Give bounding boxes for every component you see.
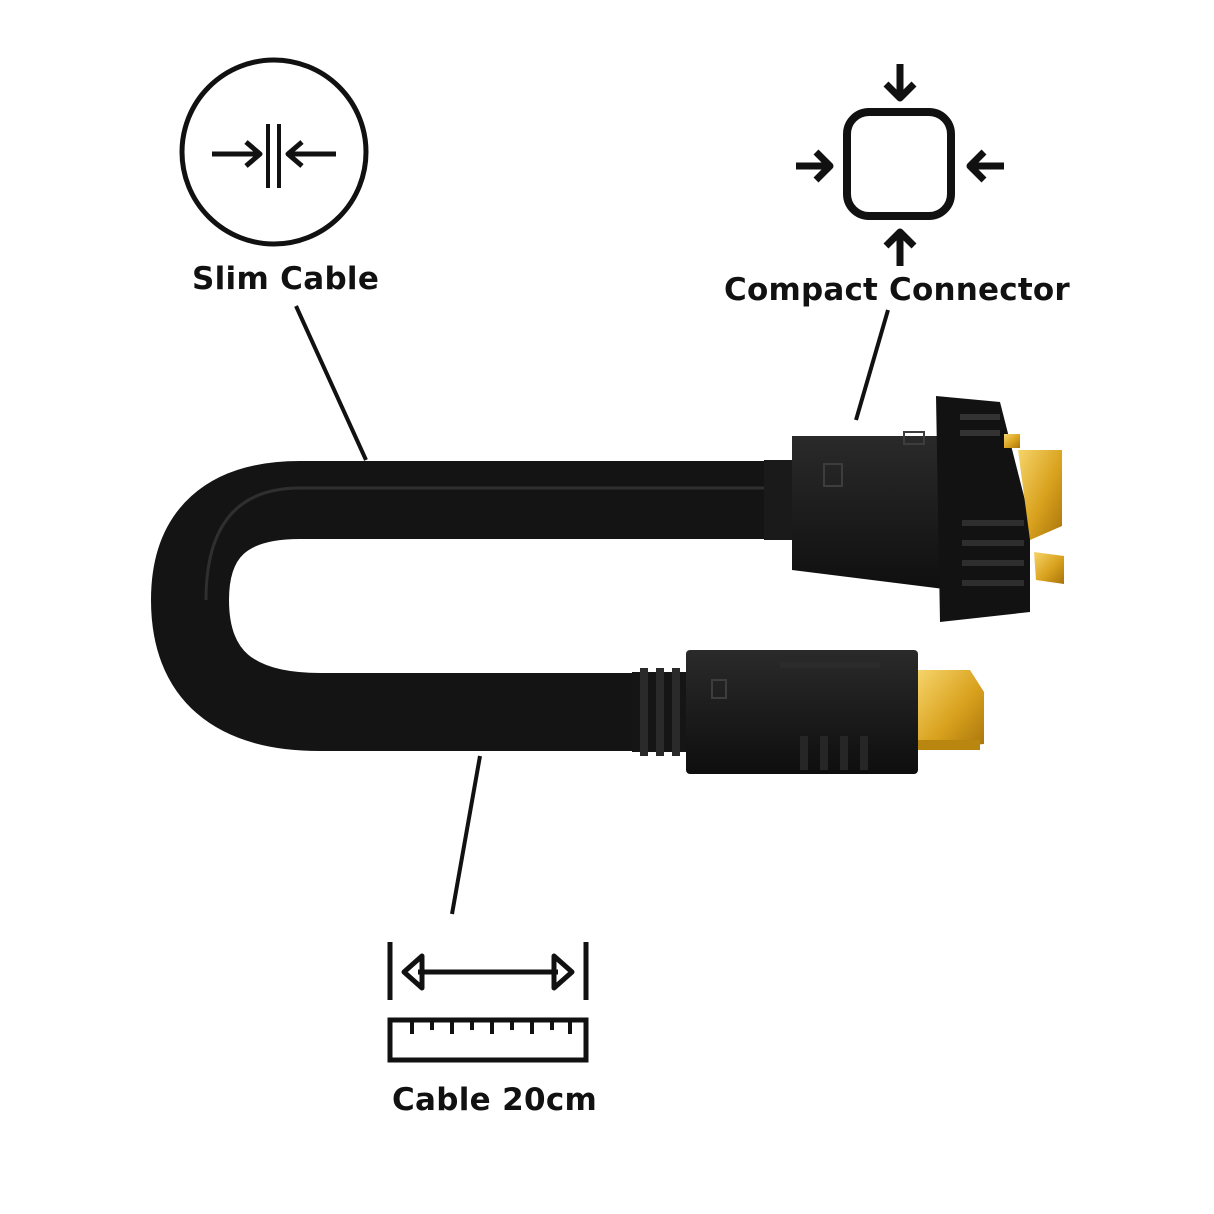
hdmi-connector — [632, 650, 984, 774]
dvi-connector — [764, 396, 1064, 622]
compact-connector-icon — [796, 64, 1004, 266]
flat-cable — [151, 461, 780, 751]
compact-connector-label: Compact Connector — [724, 272, 1070, 308]
cable-length-leader-line — [450, 755, 482, 915]
slim-cable-icon — [179, 57, 369, 247]
slim-cable-leader-line — [294, 305, 368, 461]
slim-cable-label: Slim Cable — [192, 261, 380, 297]
cable-length-label: Cable 20cm — [392, 1082, 598, 1118]
cable-length-ruler-icon — [387, 942, 589, 1063]
compact-connector-leader-line — [854, 309, 890, 421]
